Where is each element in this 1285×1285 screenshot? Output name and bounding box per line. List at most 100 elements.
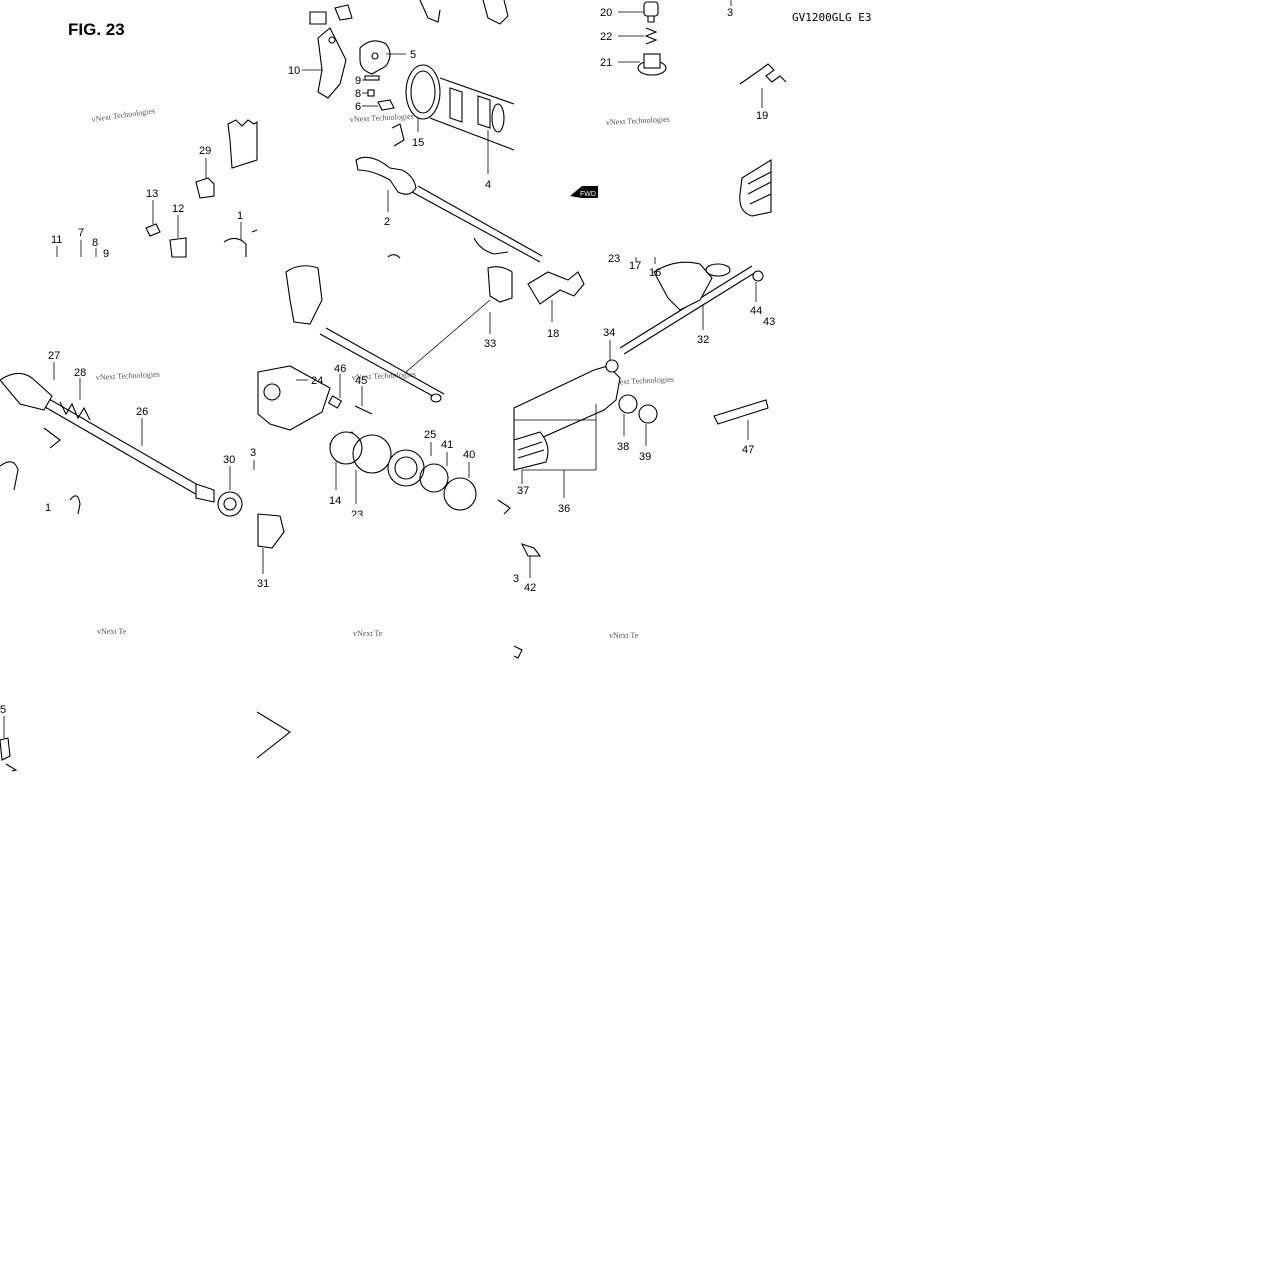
o-ring [419, 463, 449, 493]
bolt-5 [0, 737, 11, 761]
callout-number: 18 [547, 328, 559, 340]
callout-number: 9 [355, 75, 361, 87]
tie-rod-nut [605, 359, 619, 373]
pin [367, 89, 375, 97]
fwd-label: FWD [580, 191, 596, 198]
callout-number: 3 [727, 7, 733, 19]
callout-number: 34 [603, 327, 615, 339]
callout-number: 12 [172, 203, 184, 215]
bolt-42 [520, 543, 542, 557]
model-code: GV1200GLG E3 [792, 11, 871, 24]
callout-number: 20 [600, 7, 612, 19]
callout-number: 11 [51, 234, 62, 246]
tile-shift-drum: FWD [309, 0, 598, 263]
cam-guide [169, 237, 187, 258]
shift-arm-lower [257, 513, 285, 549]
callout-number: 24 [311, 375, 323, 387]
callout-number: 10 [288, 65, 300, 77]
spring [364, 75, 380, 81]
callout-number: 21 [600, 57, 612, 69]
bolt-partial [497, 499, 511, 515]
oil-seal [217, 491, 243, 517]
tile-shift-shaft-assembly [257, 237, 513, 515]
tile-lower [0, 513, 542, 772]
shift-drum [405, 64, 515, 151]
callout-number: 8 [355, 88, 361, 100]
tile-cam-guide [145, 119, 258, 258]
detent-pin [327, 395, 343, 409]
watermark: vNext Technologies [352, 370, 416, 382]
gear-segment [227, 119, 258, 169]
callout-number: 17 [629, 260, 641, 272]
oil-seal-2 [387, 449, 425, 487]
callout-number: 43 [763, 316, 775, 328]
callout-number: 31 [257, 578, 269, 590]
callout-number: 25 [424, 429, 436, 441]
watermark: vNext Technologies [91, 106, 156, 124]
fork-shaft-long [319, 327, 445, 401]
callout-number: 8 [92, 237, 98, 249]
callout-number: 47 [742, 444, 754, 456]
tie-rod-line [405, 299, 491, 373]
ring-partial [69, 495, 81, 515]
callout-number: 30 [223, 454, 235, 466]
callout-number: 36 [558, 503, 570, 515]
shift-fork-2 [285, 265, 323, 325]
shift-cam-partial [387, 254, 401, 259]
callout-number: 23 [351, 509, 363, 521]
callout-number: 16 [649, 267, 661, 279]
watermark: vNext Technologies [606, 115, 670, 127]
callout-number: 15 [412, 137, 424, 149]
partial-part [223, 229, 258, 257]
callout-number: 37 [517, 485, 529, 497]
callout-number: 45 [355, 375, 367, 387]
callout-number: 5 [410, 49, 416, 61]
neutral-switch-plug [643, 1, 659, 23]
shift-lever-rubber [739, 159, 772, 217]
callout-number: 3 [513, 573, 519, 585]
nut-44 [752, 270, 764, 282]
tile-gearshift-lever [513, 261, 769, 471]
return-spring [739, 63, 787, 85]
tile-gearshift-shaft [0, 372, 243, 517]
bracket-partial [256, 711, 291, 759]
watermark: vNext Technologies [610, 375, 674, 387]
callout-number: 9 [103, 248, 109, 260]
watermark: vNext Technologies [96, 370, 160, 382]
shift-cam [359, 40, 391, 75]
nut-partial [513, 645, 523, 659]
callout-number: 44 [750, 305, 762, 317]
bolt [195, 177, 215, 199]
callout-number: 29 [199, 145, 211, 157]
callout-number: 27 [48, 350, 60, 362]
bearing-pin [354, 405, 373, 415]
callout-number: 41 [441, 439, 453, 451]
callout-number: 2 [384, 216, 390, 228]
callout-number: 32 [697, 334, 709, 346]
watermark: vNext Te [353, 629, 383, 638]
pawl [377, 99, 395, 111]
callout-number: 46 [334, 363, 346, 375]
callout-number: 14 [329, 495, 341, 507]
plug-spring [644, 27, 658, 45]
callout-number: 33 [484, 338, 496, 350]
callout-number: 28 [74, 367, 86, 379]
figure-title: FIG. 23 [68, 20, 125, 39]
gearshift-shaft [25, 387, 211, 501]
fork-partial [0, 461, 19, 491]
gear-end [195, 483, 215, 503]
callout-labels: 20 22 21 19 3 10 5 9 8 6 15 4 2 29 13 12… [0, 0, 775, 738]
shift-lever-upper [653, 261, 713, 311]
lever-rubber [513, 431, 549, 471]
callout-number: 23 [608, 253, 620, 265]
fork-shaft [411, 185, 543, 263]
callout-number: 26 [136, 406, 148, 418]
shift-shaft-end [487, 266, 513, 303]
callout-number: 39 [639, 451, 651, 463]
shift-fork [355, 156, 417, 195]
callout-number: 13 [146, 188, 158, 200]
washer [329, 431, 363, 465]
plug-bolt [637, 53, 667, 76]
watermark: vNext Technologies [350, 112, 414, 124]
